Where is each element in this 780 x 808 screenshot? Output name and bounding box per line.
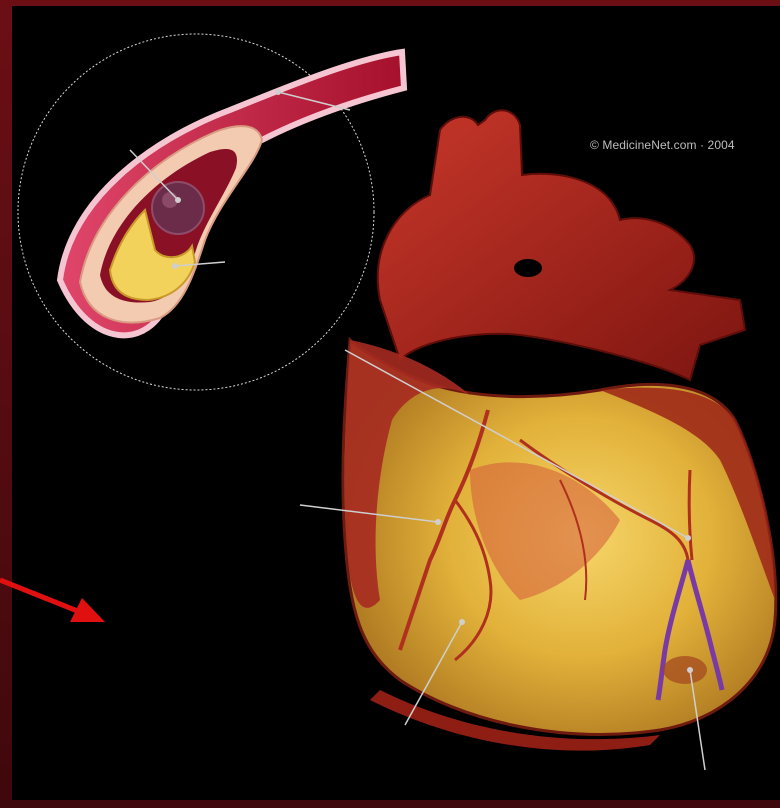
artery-cross-section [60,52,404,335]
heart [343,110,776,750]
clot [152,182,204,234]
copyright-watermark: © MedicineNet.com · 2004 [590,138,735,152]
right-arrow-icon [0,580,105,622]
